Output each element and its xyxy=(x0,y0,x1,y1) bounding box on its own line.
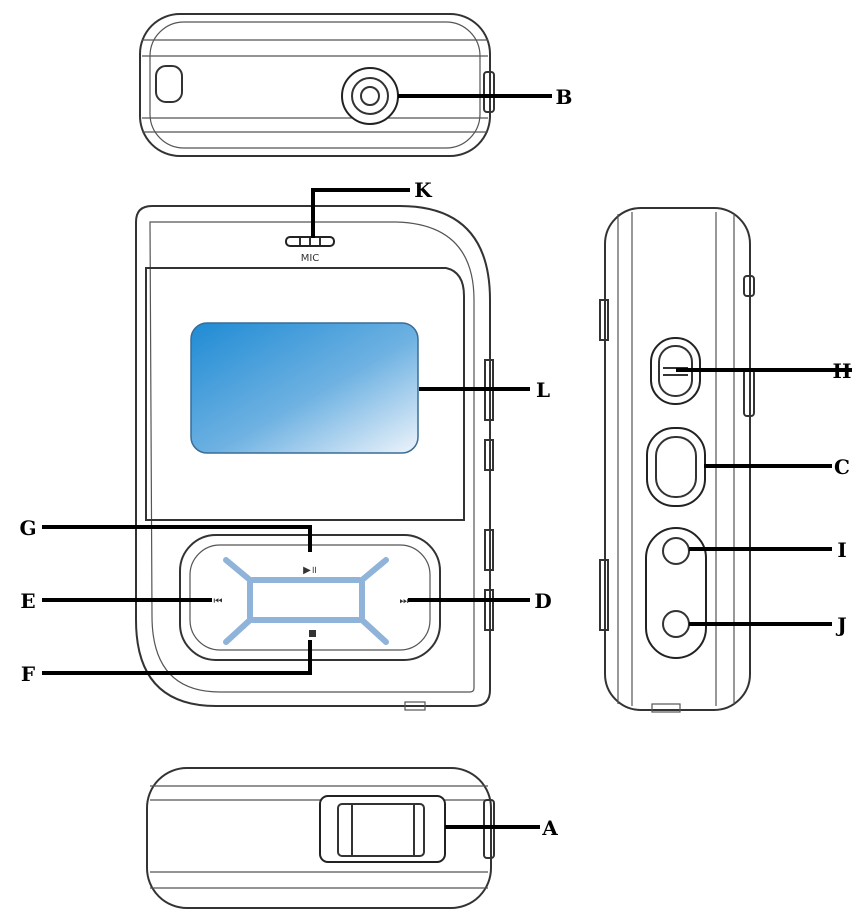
top-view xyxy=(139,13,495,157)
leader-g xyxy=(42,525,312,552)
label-k: K xyxy=(414,178,432,202)
bottom-view xyxy=(146,767,495,909)
play-pause-icon: ▶॥ xyxy=(303,565,317,576)
label-b: B xyxy=(556,85,573,109)
next-icon: ⏭ xyxy=(400,596,409,607)
labels: B K L G E D F H C I J A xyxy=(19,85,851,840)
label-c: C xyxy=(834,455,850,479)
label-g: G xyxy=(19,516,36,540)
label-l: L xyxy=(536,378,550,402)
label-a: A xyxy=(541,816,558,840)
label-e: E xyxy=(20,589,35,613)
label-j: J xyxy=(835,613,846,637)
label-f: F xyxy=(21,662,35,686)
label-h: H xyxy=(833,359,852,383)
side-view xyxy=(599,207,755,713)
leader-k xyxy=(311,188,410,238)
leader-f xyxy=(42,640,312,675)
earphone-jack xyxy=(341,67,399,125)
label-i: I xyxy=(837,538,846,562)
front-view: MIC ▶॥ ⏮ ⏭ xyxy=(135,205,494,711)
leader-lines xyxy=(42,94,852,829)
d-pad-cross xyxy=(223,557,389,645)
lcd-screen xyxy=(190,322,419,454)
previous-icon: ⏮ xyxy=(214,596,223,607)
stop-icon xyxy=(309,630,316,637)
mic-label: MIC xyxy=(301,253,320,264)
label-d: D xyxy=(534,589,551,613)
